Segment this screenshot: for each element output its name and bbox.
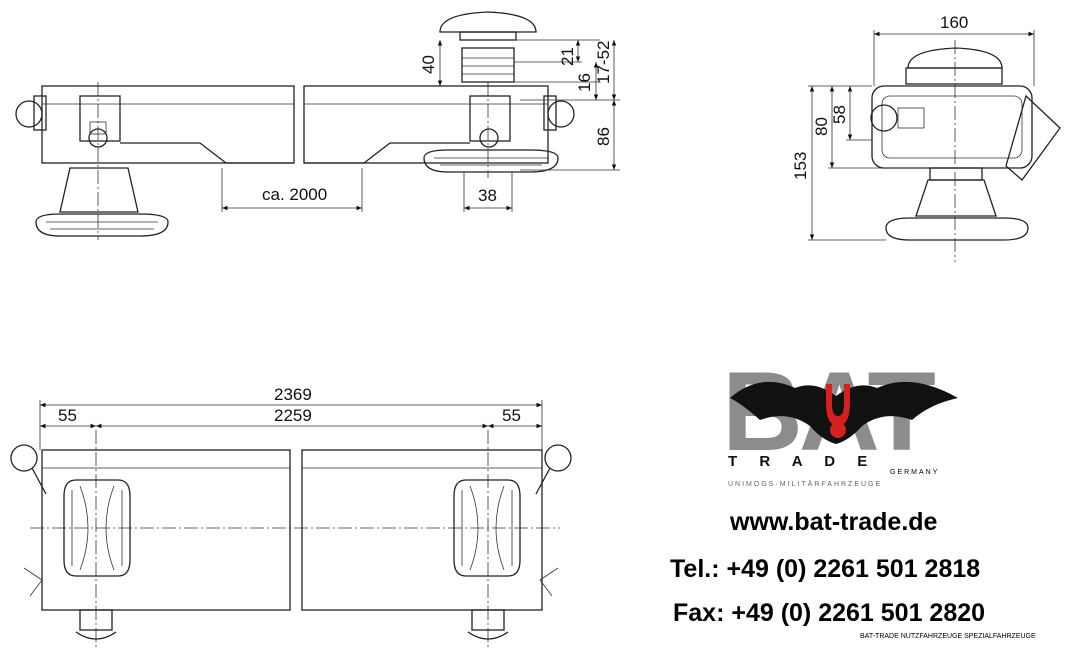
dim-86: 86 <box>594 127 613 146</box>
dim-ca-2000: ca. 2000 <box>262 185 327 204</box>
footer-text: BAT-TRADE NUTZFAHRZEUGE SPEZIALFAHRZEUGE <box>860 633 1036 640</box>
phone-text: Tel.: +49 (0) 2261 501 2818 <box>670 555 980 583</box>
logo-word: T R A D E <box>728 453 876 470</box>
dim-80: 80 <box>812 117 831 136</box>
dim-16: 16 <box>575 73 594 92</box>
dim-55-right: 55 <box>502 406 521 425</box>
plan-view: 2369 55 2259 55 <box>10 385 572 650</box>
side-view: 160 58 80 153 <box>791 13 1061 262</box>
bat-trade-logo: BAT T R A D E GERMANY UNIMOGS·MILITÄRFAH… <box>722 349 958 488</box>
dim-40: 40 <box>419 55 438 74</box>
dim-38: 38 <box>478 186 497 205</box>
dim-17-52: 17-52 <box>594 41 613 84</box>
dim-160: 160 <box>940 13 968 32</box>
dim-2369: 2369 <box>274 385 312 404</box>
logo-country: GERMANY <box>890 469 939 476</box>
front-view: ca. 2000 38 <box>15 82 575 240</box>
fax-text: Fax: +49 (0) 2261 501 2820 <box>673 599 985 627</box>
knob-detail: 40 21 16 17-52 86 <box>419 11 620 171</box>
dim-55-left: 55 <box>58 406 77 425</box>
dim-153: 153 <box>791 152 810 180</box>
dim-2259: 2259 <box>274 406 312 425</box>
logo-tagline: UNIMOGS·MILITÄRFAHRZEUGE <box>728 480 882 488</box>
website-text: www.bat-trade.de <box>729 508 938 536</box>
dim-58: 58 <box>830 105 849 124</box>
dim-21: 21 <box>558 47 577 66</box>
